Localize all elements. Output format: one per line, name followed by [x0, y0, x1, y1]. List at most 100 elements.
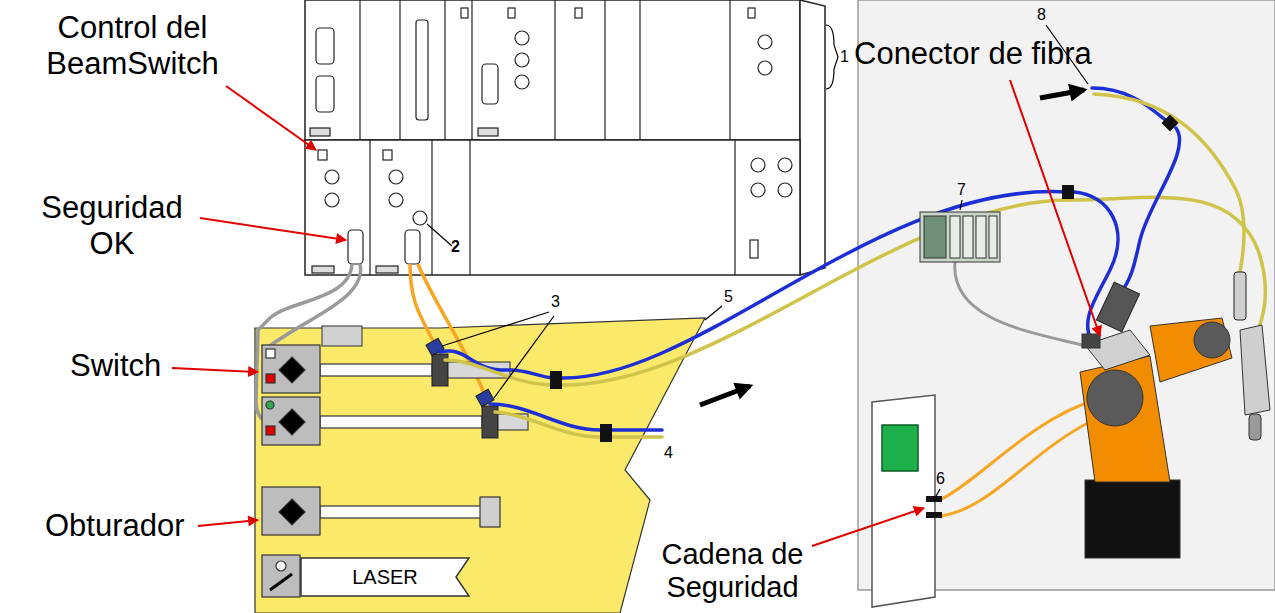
laser-outline — [301, 558, 469, 596]
plc-rack — [955, 262, 1082, 345]
beamswitch-control-rack — [778, 158, 792, 172]
beamswitch-control-rack — [325, 193, 339, 207]
optical-fiber — [562, 197, 1266, 385]
control-rack — [360, 0, 730, 140]
beam-switch-modules — [266, 374, 275, 383]
bracket — [826, 25, 838, 89]
callout-number: 4 — [664, 444, 673, 462]
control-rack — [316, 76, 334, 112]
beam-switch-modules — [262, 487, 320, 535]
robot — [1080, 318, 1270, 558]
beamswitch-control-rack — [750, 240, 758, 258]
part-label: Conector de fibra — [854, 36, 1092, 72]
plc-rack — [989, 216, 997, 258]
cell-door — [882, 425, 918, 471]
beam-switch-modules — [279, 357, 305, 383]
beam-switch-modules — [320, 416, 482, 428]
beam-switch-modules — [266, 349, 275, 358]
control-rack — [444, 0, 445, 140]
control-rack — [575, 8, 582, 18]
control-rack — [305, 0, 825, 275]
leader-line — [442, 312, 549, 346]
beam-switch-modules — [266, 401, 274, 409]
leader-line — [427, 25, 1088, 498]
beam-switch-modules — [320, 506, 482, 518]
beam-switch-modules — [279, 409, 305, 435]
beam-switch-modules — [262, 345, 320, 393]
safety-chain — [926, 400, 1095, 518]
leader-line — [427, 224, 452, 246]
optical-fiber — [562, 191, 1068, 378]
robot — [1087, 370, 1143, 426]
callout-number: 1 — [840, 48, 849, 66]
control-rack — [758, 35, 772, 49]
control-rack — [604, 0, 605, 140]
control-rack — [416, 20, 428, 120]
control-rack — [515, 31, 529, 45]
robot — [1249, 414, 1261, 440]
safety-chain — [940, 422, 1090, 516]
pointer-arrow — [200, 218, 346, 240]
callout-number: 7 — [957, 181, 966, 199]
beamswitch-control-rack — [318, 150, 327, 160]
direction-arrow — [700, 386, 750, 405]
control-rack — [515, 53, 529, 67]
control-rack — [758, 61, 772, 75]
beam-switch-modules — [276, 561, 286, 571]
optical-fiber — [495, 412, 662, 437]
beamswitch-control-rack — [751, 158, 765, 172]
control-rack — [359, 0, 360, 140]
safety-chain — [926, 512, 942, 518]
beamswitch-control-rack — [383, 150, 392, 160]
control-rack — [461, 8, 468, 18]
optical-fiber — [1124, 128, 1180, 288]
beamswitch-control-rack — [312, 266, 334, 273]
fiber-end — [1234, 272, 1246, 320]
laser-box: LASER — [300, 557, 470, 597]
beamswitch-control-rack — [751, 183, 765, 197]
plc-rack — [950, 216, 960, 258]
beam-switch-modules — [279, 499, 305, 525]
callout-number: 2 — [451, 238, 460, 256]
leader-line — [960, 200, 962, 210]
optical-fiber — [1094, 94, 1244, 272]
control-rack — [305, 0, 800, 140]
beam-switch-modules — [262, 345, 500, 597]
beamswitch-control-rack — [376, 266, 398, 273]
beamswitch-control-rack — [778, 183, 792, 197]
fiber-sleeve — [1062, 185, 1074, 199]
fiber-sleeve — [1162, 115, 1179, 132]
beamswitch-control-rack — [389, 170, 403, 184]
control-rack — [478, 128, 498, 136]
callout-number: 3 — [551, 293, 560, 311]
control-rack — [316, 28, 334, 64]
part-label: Switch — [70, 348, 161, 384]
callout-number: 8 — [1037, 6, 1046, 24]
part-label: Obturador — [45, 508, 185, 544]
plc-rack — [924, 216, 946, 258]
robot — [1080, 356, 1170, 482]
beamswitch-control-rack — [348, 230, 363, 264]
control-rack — [310, 8, 772, 136]
callout-number: 5 — [724, 288, 733, 306]
control-rack — [508, 8, 515, 18]
control-rack — [748, 8, 755, 18]
plc-rack — [920, 212, 1082, 345]
fiber-sleeve — [600, 424, 612, 442]
robot — [1082, 334, 1100, 348]
control-rack — [800, 0, 825, 275]
beam-switch-modules — [266, 426, 275, 435]
control-rack — [471, 0, 472, 140]
beamswitch-control-rack — [405, 230, 420, 264]
beamswitch-control-rack — [325, 170, 339, 184]
beam-switch-modules — [320, 364, 432, 376]
beam-switch-modules — [262, 555, 300, 597]
beamswitch-control-rack — [370, 140, 735, 275]
pointer-arrow — [1010, 80, 1100, 336]
bracket — [826, 25, 838, 89]
plc-rack — [976, 216, 986, 258]
safety-chain — [926, 496, 942, 502]
callout-number: 6 — [936, 470, 945, 488]
direction-arrow — [1040, 90, 1084, 98]
